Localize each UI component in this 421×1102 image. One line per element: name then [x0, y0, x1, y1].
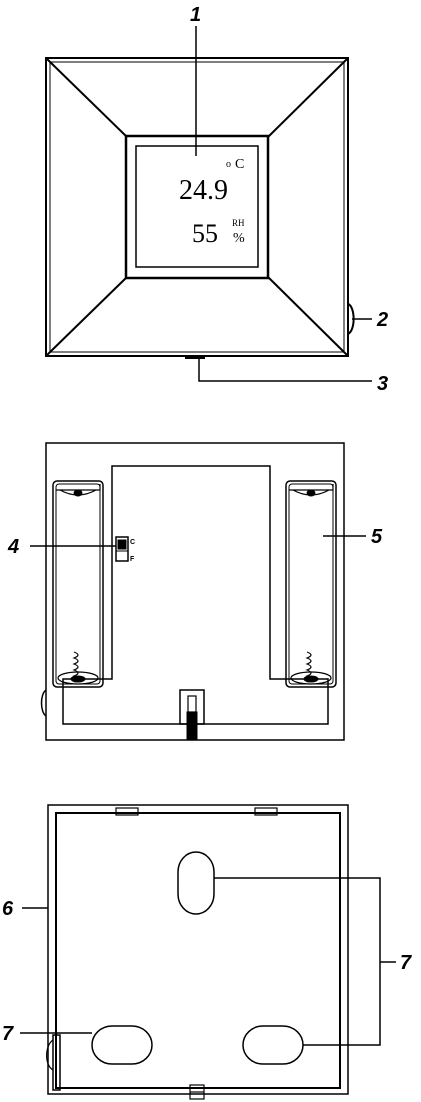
mount-hole-right	[242, 1025, 304, 1065]
leader-7-bracket	[214, 877, 381, 1046]
battery-bay-right-top-terminal	[306, 489, 316, 497]
back-leader-lines	[30, 535, 366, 547]
battery-bay-left-frame	[52, 480, 104, 688]
back-cover-outline	[62, 465, 329, 725]
callout-5: 5	[371, 526, 383, 548]
back-view	[40, 442, 345, 741]
front-inner-bevel	[49, 61, 345, 353]
battery-bay-right-spring-base	[303, 675, 319, 683]
callout-4: 4	[7, 536, 19, 558]
battery-bay-left-spring-base	[70, 675, 86, 683]
callout-7-left: 7	[2, 1023, 14, 1045]
latch-slot	[187, 695, 197, 713]
battery-bay-left-top-terminal	[73, 489, 83, 497]
bevel-line-top-left	[46, 58, 128, 138]
battery-bay-right	[285, 480, 337, 688]
degree-mark: o	[226, 159, 231, 170]
mount-hole-left	[91, 1025, 153, 1065]
unit-switch-slider	[117, 539, 127, 550]
mount-hole-top	[177, 851, 215, 915]
mount-view	[46, 804, 349, 1100]
latch-tab	[186, 711, 198, 741]
leader-3	[198, 359, 372, 382]
bevel-line-top-right	[267, 58, 348, 138]
callout-1: 1	[190, 4, 201, 26]
temperature-value: 24.9	[179, 175, 228, 206]
lcd-readout: o C 24.9 55 RH %	[179, 157, 245, 248]
unit-switch-body	[115, 536, 129, 562]
battery-bay-right-frame	[285, 480, 337, 688]
battery-bay-left	[52, 480, 104, 688]
humidity-value: 55	[192, 219, 218, 248]
humidity-unit-bottom: %	[233, 231, 245, 246]
display-window	[135, 145, 259, 268]
back-bottom-latch	[179, 689, 205, 741]
switch-label-c: C	[130, 539, 135, 546]
bottom-port	[185, 356, 205, 359]
mount-outer-frame	[47, 804, 349, 1095]
bevel-line-bottom-right	[267, 276, 348, 356]
callout-2: 2	[376, 309, 388, 331]
callout-7-right: 7	[400, 952, 412, 974]
display-bezel	[124, 134, 270, 280]
humidity-unit-top: RH	[232, 218, 245, 228]
mount-top-clip-left	[115, 807, 139, 816]
front-view	[45, 57, 355, 359]
switch-label-f: F	[130, 556, 135, 563]
mount-side-curve	[46, 1039, 54, 1071]
mount-side-tab	[52, 1034, 61, 1091]
back-side-button	[40, 689, 47, 717]
callout-3: 3	[377, 373, 388, 395]
unit-switch	[115, 536, 129, 562]
bevel-line-bottom-left	[46, 276, 128, 356]
temp-unit: C	[235, 157, 244, 172]
mount-top-clip-right	[254, 807, 278, 816]
front-leader-lines	[195, 26, 372, 382]
mount-inner-frame	[55, 812, 341, 1089]
callout-6: 6	[2, 898, 14, 920]
mount-leader-lines	[20, 877, 396, 1046]
